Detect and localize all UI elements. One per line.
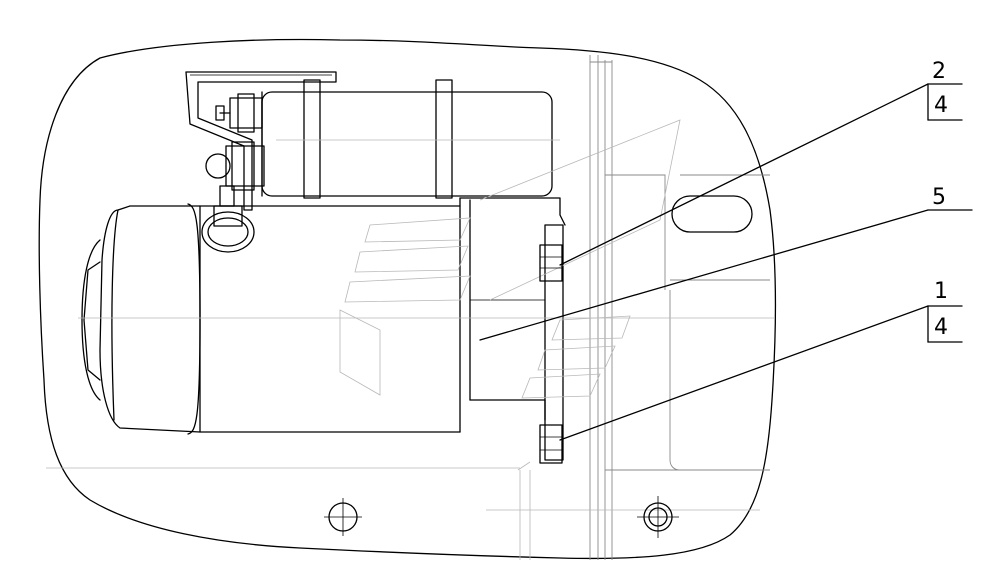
- callout-2-ref: 4: [934, 93, 948, 118]
- callout-5-number: 5: [932, 185, 946, 210]
- mounting-bolts: [539, 244, 563, 464]
- callout-2: 2 4: [927, 59, 963, 121]
- solenoid: [261, 79, 553, 199]
- leader-lines: [479, 83, 929, 441]
- callout-1-ref: 4: [934, 315, 948, 340]
- mounting-holes: [324, 496, 679, 538]
- section-boundary: [38, 38, 777, 560]
- callout-2-number: 2: [932, 59, 946, 84]
- callout-1: 1 4: [927, 279, 963, 343]
- center-lines: [78, 139, 775, 319]
- watermark-logo: [339, 119, 681, 399]
- callout-5: 5: [927, 185, 973, 211]
- starter-motor-body: [81, 197, 566, 461]
- callout-1-number: 1: [934, 279, 948, 304]
- mounting-frame: [46, 55, 770, 560]
- terminal-bracket: [185, 71, 337, 253]
